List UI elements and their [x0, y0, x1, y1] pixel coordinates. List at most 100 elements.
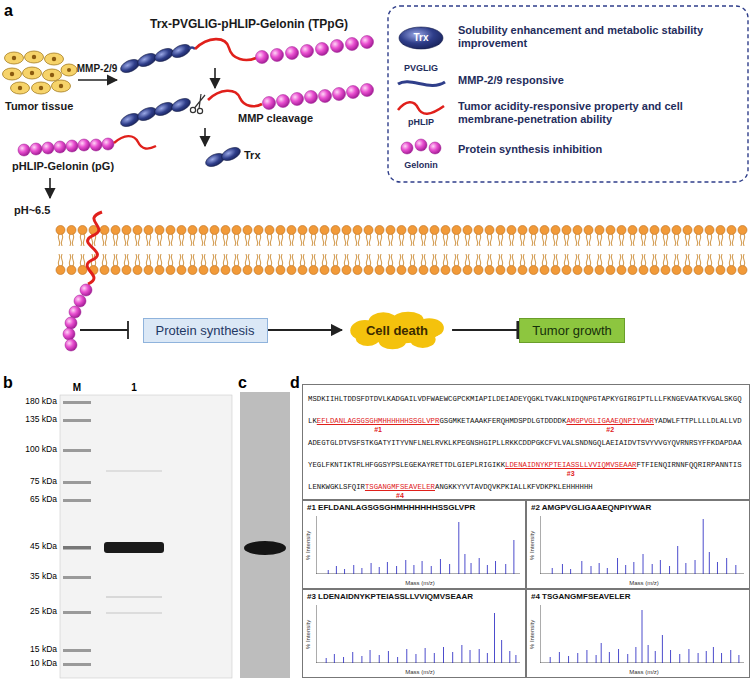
mass-spectra — [550, 610, 739, 663]
axis-label: % Intensity — [530, 530, 537, 559]
tumor-tissue — [52, 57, 56, 61]
cleaved-protein — [170, 96, 193, 114]
sds-gel — [63, 449, 91, 452]
sds-gel — [63, 401, 91, 404]
process-arrows — [204, 128, 206, 146]
mass-spectra — [552, 519, 736, 574]
cell-membrane — [55, 225, 748, 275]
sds-gel — [63, 546, 91, 550]
mass-spectra — [316, 516, 520, 574]
tppg-protein — [271, 49, 284, 62]
axis-label: Mass (m/z) — [405, 669, 435, 676]
tumor-tissue — [32, 82, 51, 94]
peptide-number: #2 — [606, 426, 614, 434]
legend-frame — [401, 142, 413, 154]
western-blot — [240, 392, 290, 678]
tppg-protein — [119, 36, 374, 76]
tumor-tissue — [43, 69, 62, 81]
legend-text: Tumor acidity-responsive property and ce… — [458, 100, 740, 126]
scissors — [195, 94, 206, 109]
flow-connector — [268, 329, 342, 331]
tumor-tissue — [3, 68, 22, 80]
pg-protein — [102, 138, 114, 150]
cleaved-protein — [208, 91, 262, 107]
process-arrows — [214, 68, 216, 88]
tppg-protein — [189, 48, 195, 50]
axis-label: % Intensity — [530, 619, 537, 648]
cleaved-protein — [361, 84, 374, 97]
pg-protein — [78, 139, 90, 151]
free-trx — [204, 145, 243, 169]
marker-size: 100 kDa — [25, 445, 57, 455]
cleaved-protein — [136, 105, 159, 123]
spectrum-panel: #4 TSGANGMFSEAVELER — [526, 589, 750, 678]
tppg-protein — [256, 36, 374, 64]
node-text: #1 EFLDANLAGSGSGHMHHHHHHSSGLVPR — [307, 503, 521, 512]
legend-frame — [429, 142, 441, 154]
mass-spectra — [326, 613, 516, 663]
cleaved-protein — [333, 88, 346, 101]
tppg-protein — [286, 47, 299, 60]
legend-frame — [388, 6, 748, 182]
membrane-pg — [74, 295, 86, 307]
peptide-segment: EFLDANLAGSGSGHMHHHHHHSSGLVPR — [317, 417, 440, 425]
legend-icon-label: pHLIP — [408, 117, 434, 127]
marker-size: 65 kDa — [30, 495, 57, 505]
panel-letter: d — [290, 374, 300, 392]
peptide-number: #4 — [396, 492, 404, 500]
tumor-tissue — [11, 82, 30, 94]
process-arrows — [50, 68, 215, 198]
legend-text: MMP-2/9 responsive — [458, 74, 740, 87]
process-arrows — [78, 79, 117, 81]
spectrum-panel: #1 EFLDANLAGSGSGHMHHHHHHSSGLVPR — [302, 500, 526, 589]
tppg-protein — [170, 42, 193, 60]
node-text: Tumor growth — [532, 323, 612, 338]
sds-gel — [63, 611, 91, 614]
step-label: MMP cleavage — [238, 112, 313, 125]
cleaved-protein — [263, 97, 276, 110]
tppg-protein — [301, 45, 314, 58]
tppg-protein — [316, 43, 329, 56]
sds-gel — [63, 481, 91, 484]
tumor-tissue — [50, 73, 54, 77]
membrane-pg — [87, 212, 102, 284]
tppg-protein — [361, 36, 374, 49]
legend-icon-label: Gelonin — [404, 160, 438, 170]
legend-frame — [398, 102, 444, 114]
process-box: Tumor growth — [519, 318, 625, 343]
cleaved-protein — [319, 90, 332, 103]
sds-gel — [106, 596, 162, 598]
peptide-segment: LDENAIDNYKPTEIASSLLVVIQMVSEAAR — [505, 461, 636, 469]
pg-protein — [18, 144, 30, 156]
sequence-box: MSDKIIHLTDDSFDTDVLKADGAILVDFWAEWCGPCKMIA… — [302, 384, 750, 500]
mass-spectra — [540, 516, 744, 574]
node-text: Cell death — [366, 323, 428, 338]
marker-size: 75 kDa — [30, 477, 57, 487]
sds-gel — [60, 395, 232, 678]
peptide-segment: TSGANGMFSEAVELER — [365, 483, 435, 491]
cleaved-protein — [291, 93, 304, 106]
lane-label: M — [73, 382, 81, 394]
process-arrows — [49, 178, 51, 198]
tumor-tissue — [18, 86, 22, 90]
node-text: #4 TSGANGMFSEAVELER — [531, 592, 745, 601]
sds-gel — [63, 663, 91, 666]
membrane-pg — [80, 321, 128, 339]
western-blot — [244, 541, 286, 555]
ph-label: pH~6.5 — [14, 204, 50, 217]
cleaved-protein — [305, 91, 318, 104]
membrane-pg — [65, 339, 77, 351]
panel-letter: c — [238, 374, 247, 392]
cell-membrane — [55, 225, 748, 275]
flow-connector — [452, 329, 519, 331]
legend-frame — [401, 139, 441, 154]
pg-protein — [114, 136, 156, 149]
tppg-protein — [195, 39, 256, 60]
legend-frame — [415, 139, 427, 151]
spectrum-panel: #2 AMGPVGLIGAAEQNPIYWAR — [526, 500, 750, 589]
sds-gel — [106, 612, 162, 614]
membrane-pg — [63, 328, 75, 340]
axis-label: Mass (m/z) — [405, 580, 435, 587]
peptide-number: #3 — [567, 470, 575, 478]
